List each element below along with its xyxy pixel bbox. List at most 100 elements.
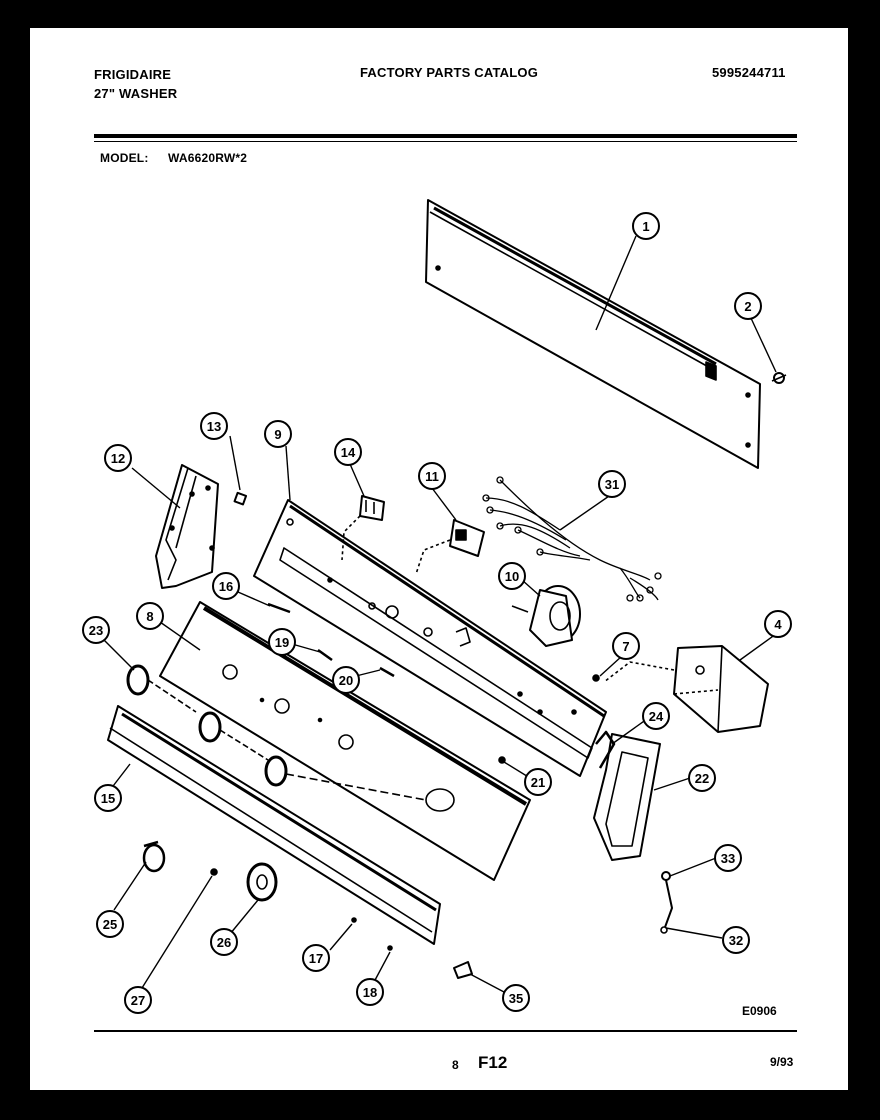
small-fastener-parts <box>267 602 506 764</box>
callout-35: 35 <box>502 984 530 1012</box>
callout-20: 20 <box>332 666 360 694</box>
callout-number: 32 <box>729 933 743 948</box>
callout-31: 31 <box>598 470 626 498</box>
callout-circle <box>612 632 640 660</box>
callout-circle <box>598 470 626 498</box>
callout-1: 1 <box>632 212 660 240</box>
callout-number: 4 <box>774 617 782 632</box>
water-level-switch-part <box>603 645 769 733</box>
callout-22: 22 <box>688 764 716 792</box>
callout-number: 31 <box>605 477 619 492</box>
callout-number: 33 <box>721 851 735 866</box>
control-panel-part <box>253 499 607 777</box>
callout-number: 17 <box>309 951 323 966</box>
catalog-title: FACTORY PARTS CATALOG <box>360 65 539 80</box>
drawing-code: E0906 <box>742 1004 777 1018</box>
callout-16: 16 <box>212 572 240 600</box>
callout-33: 33 <box>714 844 742 872</box>
callout-circle <box>764 610 792 638</box>
callout-11: 11 <box>418 462 446 490</box>
callout-circle <box>332 666 360 694</box>
clip-35-part <box>453 961 473 979</box>
callout-number: 27 <box>131 993 145 1008</box>
callout-circle <box>632 212 660 240</box>
knob-parts <box>126 664 427 801</box>
callout-23: 23 <box>82 616 110 644</box>
callout-18: 18 <box>356 978 384 1006</box>
callout-circle <box>94 784 122 812</box>
callout-17: 17 <box>302 944 330 972</box>
callout-9: 9 <box>264 420 292 448</box>
callout-circle <box>418 462 446 490</box>
callout-number: 12 <box>111 451 125 466</box>
rear-panel-part <box>425 199 761 469</box>
callout-24: 24 <box>642 702 670 730</box>
page-number-small: 8 <box>452 1058 459 1072</box>
header-rule-thick <box>94 134 797 138</box>
model-value: WA6620RW*2 <box>168 151 248 165</box>
callout-27: 27 <box>124 986 152 1014</box>
callout-number: 25 <box>103 917 117 932</box>
knob-skirt-part <box>246 862 278 902</box>
callout-circle <box>688 764 716 792</box>
callout-circle <box>200 412 228 440</box>
right-end-cap-part <box>593 733 661 861</box>
left-end-cap-part <box>155 464 219 589</box>
callout-number: 9 <box>274 427 281 442</box>
callout-circle <box>136 602 164 630</box>
callout-circle <box>268 628 296 656</box>
callout-number: 14 <box>341 445 356 460</box>
hinge-parts <box>660 871 673 934</box>
callout-number: 23 <box>89 623 103 638</box>
callout-number: 19 <box>275 635 289 650</box>
callout-number: 21 <box>531 775 545 790</box>
callout-circle <box>502 984 530 1012</box>
callout-2: 2 <box>734 292 762 320</box>
callout-number: 1 <box>642 219 649 234</box>
callout-number: 11 <box>425 469 439 484</box>
brand-name: FRIGIDAIRE <box>94 67 172 82</box>
callout-4: 4 <box>764 610 792 638</box>
callout-15: 15 <box>94 784 122 812</box>
callout-number: 13 <box>207 419 221 434</box>
leader-lines <box>95 235 777 993</box>
callout-32: 32 <box>722 926 750 954</box>
product-name: 27" WASHER <box>94 86 178 101</box>
callout-7: 7 <box>612 632 640 660</box>
callout-10: 10 <box>498 562 526 590</box>
callout-circle <box>302 944 330 972</box>
header-rule-thin <box>94 141 797 142</box>
callout-number: 2 <box>744 299 751 314</box>
callout-circle <box>104 444 132 472</box>
callout-circle <box>356 978 384 1006</box>
small-bracket-part <box>595 730 616 769</box>
callout-circle <box>96 910 124 938</box>
switch-part <box>341 495 385 561</box>
callout-8: 8 <box>136 602 164 630</box>
callout-circle <box>212 572 240 600</box>
callout-circle <box>642 702 670 730</box>
callout-13: 13 <box>200 412 228 440</box>
callout-circle <box>714 844 742 872</box>
callout-19: 19 <box>268 628 296 656</box>
callout-number: 16 <box>219 579 233 594</box>
clip-part <box>233 491 248 506</box>
callout-14: 14 <box>334 438 362 466</box>
callout-number: 15 <box>101 791 115 806</box>
callout-circle <box>498 562 526 590</box>
callout-number: 35 <box>509 991 523 1006</box>
callout-number: 7 <box>622 639 629 654</box>
page-code: F12 <box>478 1053 508 1072</box>
button-cap-part <box>142 840 166 873</box>
callout-number: 10 <box>505 569 519 584</box>
screw-part <box>771 372 787 384</box>
callout-number: 18 <box>363 985 377 1000</box>
callout-circle <box>524 768 552 796</box>
callout-circle <box>264 420 292 448</box>
screw-17-part <box>351 917 357 923</box>
model-label: MODEL: <box>100 151 149 165</box>
callout-number: 20 <box>339 673 353 688</box>
spring-part <box>210 868 218 876</box>
